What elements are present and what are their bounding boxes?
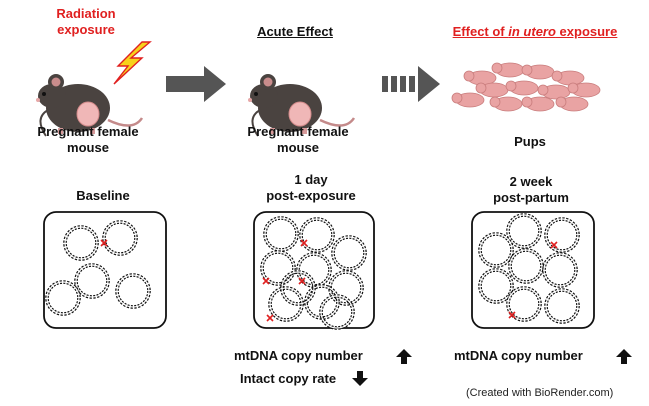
week-mtdna-rings	[478, 213, 580, 324]
baseline-box	[43, 211, 167, 329]
day-box	[253, 211, 375, 329]
pups-label: Pups	[514, 134, 546, 149]
lightning-icon	[113, 41, 152, 85]
radiation-label: Radiation exposure	[56, 6, 116, 37]
mouse-label: Pregnant female mouse	[37, 124, 139, 155]
in-utero-heading: Effect of in utero exposure	[452, 24, 618, 39]
pups-icon	[451, 62, 601, 112]
mouse-label-2: Pregnant female mouse	[247, 124, 349, 155]
acute-effect-heading: Acute Effect	[257, 24, 333, 39]
baseline-label: Baseline	[76, 188, 130, 203]
intact-copy-rate-text: Intact copy rate	[240, 371, 337, 386]
day-mtdna-rings	[260, 216, 367, 330]
week-label: 2 week post-partum	[493, 174, 569, 205]
up-arrow-icon	[396, 349, 412, 364]
up-arrow-icon-2	[616, 349, 632, 364]
pups-copy-number-text: mtDNA copy number	[454, 348, 583, 363]
week-box	[471, 211, 595, 329]
down-arrow-icon	[352, 371, 368, 386]
dashed-arrow-icon	[382, 66, 440, 102]
arrow-icon	[166, 66, 226, 102]
credit-text: (Created with BioRender.com)	[466, 387, 614, 399]
acute-copy-number-text: mtDNA copy number	[234, 348, 363, 363]
baseline-mtdna-rings	[45, 220, 151, 316]
day-label: 1 day post-exposure	[266, 172, 356, 203]
